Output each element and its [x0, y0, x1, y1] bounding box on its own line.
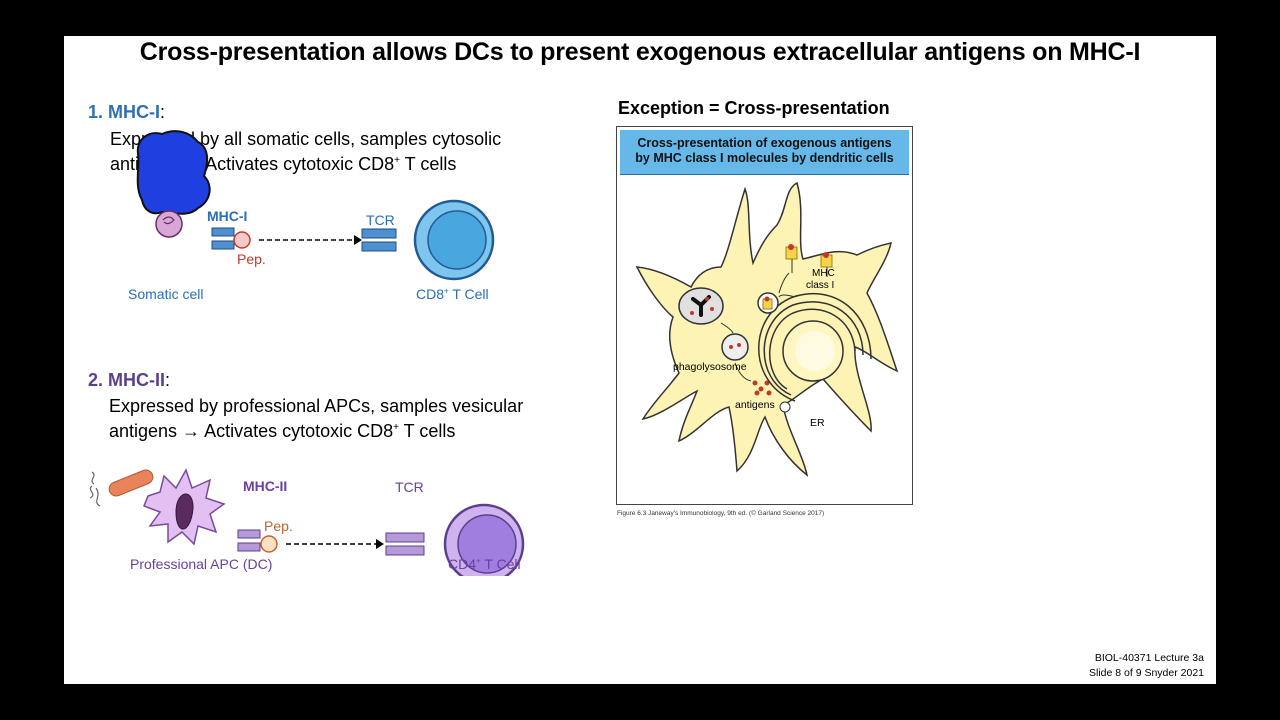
footer-line2: Slide 8 of 9 Snyder 2021: [1089, 667, 1204, 679]
tcr-2-top: [385, 532, 425, 543]
mhc1-diagram: [136, 130, 495, 281]
mhc1-molecule-top: [211, 227, 235, 237]
pep2-label: Pep.: [264, 518, 293, 534]
mhc1-heading-number: 1. MHC-I: [88, 102, 160, 122]
tcr-1-top: [361, 228, 397, 239]
slide-title: Cross-presentation allows DCs to present…: [139, 38, 1141, 66]
mhc2-diagram: [89, 468, 525, 576]
bacterium: [108, 469, 154, 497]
somatic-cell-label: Somatic cell: [128, 286, 204, 302]
cd8-t-cell-label: CD8+ T Cell: [416, 286, 489, 302]
mhc1-line2-sup: +: [394, 155, 400, 166]
mhc2-heading-number: 2. MHC-II: [88, 370, 166, 390]
mhc2-heading-colon: :: [165, 370, 171, 390]
footer-line1: BIOL-40371 Lecture 3a: [1094, 652, 1204, 664]
mhc2-molecule-top: [237, 529, 261, 539]
professional-apc-label: Professional APC (DC): [130, 556, 273, 572]
mhc2-line2: antigens → Activates cytotoxic CD8+ T ce…: [109, 421, 455, 442]
cd4-label-sup: +: [476, 556, 481, 566]
mhc-label: MHC: [812, 268, 835, 279]
antigen-3: [764, 380, 770, 386]
surface-mhc-class-i-2: [820, 252, 833, 277]
phagolysosome-vesicle: [721, 333, 749, 361]
tcr1-label: TCR: [366, 212, 395, 228]
figure-caption: Figure 6.3 Janeway's Immunobiology, 9th …: [617, 510, 825, 517]
endoplasmic-reticulum: [758, 292, 872, 402]
cd8-label-text: CD8: [416, 286, 445, 302]
mhc1-heading: 1. MHC-I:: [88, 102, 165, 123]
figure-banner: Cross-presentation of exogenous antigens…: [620, 130, 909, 175]
cross-presentation-figure: Cross-presentation of exogenous antigens…: [616, 126, 913, 505]
tcr-1-bottom: [361, 241, 397, 252]
exception-heading: Exception = Cross-presentation: [618, 98, 890, 118]
figure-banner-line2: by MHC class I molecules by dendritic ce…: [635, 151, 894, 165]
antigens-label: antigens: [735, 399, 775, 411]
somatic-cell: [136, 130, 211, 215]
peptide-1: [233, 231, 251, 249]
antigen-2: [758, 386, 764, 392]
tcr2-label: TCR: [395, 479, 424, 495]
tcr-2-bottom: [385, 545, 425, 556]
phagolysosome-label: phagolysosome: [673, 361, 747, 373]
er-exit-vesicle: [779, 401, 791, 413]
cd8-label-post: T Cell: [448, 286, 489, 302]
dendritic-cell-illustration: [635, 181, 899, 477]
mhc1-heading-colon: :: [160, 102, 166, 122]
mhc2-heading: 2. MHC-II:: [88, 370, 170, 391]
cd4-t-cell-label: CD4+ T Cell: [448, 556, 521, 572]
mhc1-molecule-bottom: [211, 240, 235, 250]
mhc2-line1: Expressed by professional APCs, samples …: [109, 396, 524, 416]
surface-mhc-class-i-1: [785, 244, 798, 273]
mhc2-line2-post: T cells: [398, 421, 456, 441]
figure-banner-line1: Cross-presentation of exogenous antigens: [637, 136, 892, 150]
pep1-label: Pep.: [237, 251, 266, 267]
mhc1-label: MHC-I: [207, 208, 248, 224]
mhc1-line2-post: T cells: [399, 154, 457, 174]
antigen-1: [752, 380, 758, 386]
mhc2-line2-text: antigens → Activates cytotoxic CD8: [109, 421, 394, 441]
mhc2-line2-sup: +: [393, 422, 399, 433]
mhc1-line1: Expressed by all somatic cells, samples …: [110, 129, 502, 149]
cd8-t-cell-nucleus: [427, 210, 487, 270]
slide: Cross-presentation allows DCs to present…: [64, 36, 1216, 684]
dendritic-cell-nucleus: [175, 493, 194, 530]
cd4-label-post: T Cell: [480, 556, 521, 572]
mhc2-label: MHC-II: [243, 478, 288, 494]
er-label: ER: [810, 417, 825, 429]
cd4-label-text: CD4: [448, 556, 477, 572]
mhc2-molecule-bottom: [237, 542, 261, 552]
mhc-class-label: class I: [806, 280, 835, 291]
antigen-5: [766, 390, 772, 396]
bacterium-flagella: [89, 471, 101, 507]
antigen-4: [754, 390, 760, 396]
cd4-t-cell-nucleus: [457, 514, 517, 574]
peptide-2: [260, 535, 278, 553]
nucleus-ring: [155, 210, 183, 238]
cd8-label-sup: +: [444, 286, 449, 296]
